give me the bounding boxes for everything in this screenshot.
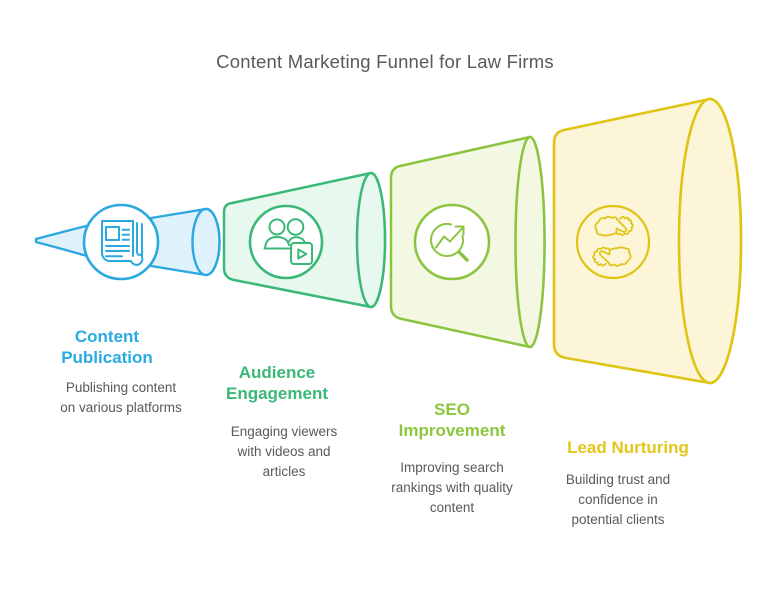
nurturing-hands-icon: [592, 215, 634, 267]
audience-video-icon: [263, 218, 313, 265]
stage-4-label: Lead Nurturing: [567, 438, 689, 457]
funnel-stage-3-shape: [389, 135, 546, 349]
funnel-stage-1-shape: [34, 203, 221, 281]
search-trend-icon: [430, 222, 469, 262]
newspaper-icon: [101, 220, 144, 266]
funnel-stage-4-shape: [552, 97, 743, 385]
page-title: Content Marketing Funnel for Law Firms: [216, 51, 554, 72]
